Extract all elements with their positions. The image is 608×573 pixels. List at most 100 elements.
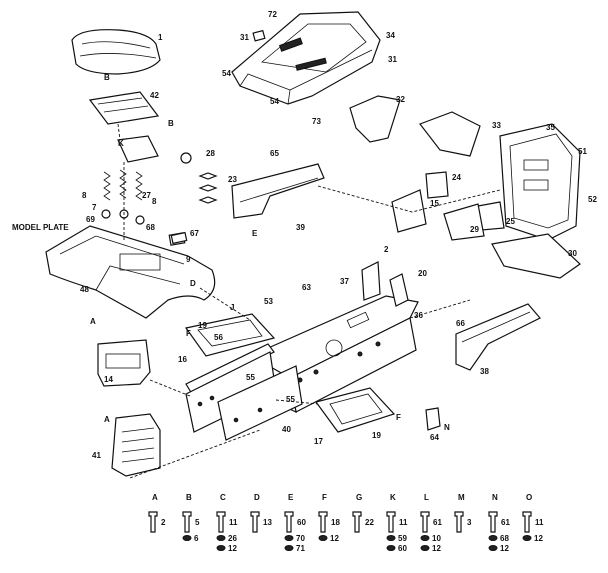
washer-part-number: 12 [330, 534, 339, 543]
callout-N: N [444, 423, 450, 432]
model-plate-label: MODEL PLATE [12, 223, 69, 232]
bolt-icon [488, 511, 498, 533]
washer-icon [386, 545, 396, 551]
hardware-letter: G [356, 493, 362, 502]
step-rail-upper [231, 163, 325, 219]
callout-A2: A [104, 415, 110, 424]
callout-55b: 55 [286, 395, 295, 404]
washer-icon [420, 545, 430, 551]
bolt-icon [420, 511, 430, 533]
washer-icon [318, 535, 328, 541]
callout-labels: 1 72 31 34 31 54 54 73 32 42 B B K 33 35… [12, 10, 597, 460]
bolt-icon [216, 511, 226, 533]
washer-part-number: 26 [228, 534, 237, 543]
callout-9: 9 [186, 255, 191, 264]
hardware-a: A2 [148, 493, 166, 533]
callout-48: 48 [80, 285, 89, 294]
callout-19: 19 [198, 321, 207, 330]
bolt-icon [182, 511, 192, 533]
callout-32: 32 [396, 95, 405, 104]
washer-icon [522, 535, 532, 541]
panel-41 [111, 413, 161, 477]
hardware-part-number: 60 [297, 518, 306, 527]
callout-66: 66 [456, 319, 465, 328]
callout-7: 7 [92, 203, 97, 212]
hardware-letter: L [424, 493, 429, 502]
hardware-part-number: 22 [365, 518, 374, 527]
washer-icon [420, 535, 430, 541]
callout-B2: B [168, 119, 174, 128]
callout-15: 15 [430, 199, 439, 208]
hardware-letter: D [254, 493, 260, 502]
bolt-icon [522, 511, 532, 533]
callout-A: A [90, 317, 96, 326]
hardware-d: D13 [250, 493, 272, 533]
callout-31: 31 [240, 33, 249, 42]
hood [231, 11, 381, 105]
washer-part-number: 70 [296, 534, 305, 543]
callout-28: 28 [206, 149, 215, 158]
hardware-part-number: 18 [331, 518, 340, 527]
bolt-icon [318, 511, 328, 533]
hardware-part-number: 61 [433, 518, 442, 527]
rail-66 [455, 303, 541, 371]
callout-72: 72 [268, 10, 277, 19]
callout-17: 17 [314, 437, 323, 446]
callout-16: 16 [178, 355, 187, 364]
callout-54: 54 [222, 69, 231, 78]
callout-37: 37 [340, 277, 349, 286]
bolt-icon [284, 511, 294, 533]
washer-part-number: 71 [296, 544, 305, 553]
washer-part-number: 68 [500, 534, 509, 543]
callout-D: D [190, 279, 196, 288]
callout-J: J [230, 303, 234, 312]
callout-14: 14 [104, 375, 113, 384]
hardware-part-number: 11 [535, 518, 544, 527]
washer-part-number: 12 [432, 544, 441, 553]
callout-23: 23 [228, 175, 237, 184]
seat-plate [88, 91, 160, 163]
callout-40: 40 [282, 425, 291, 434]
callout-68: 68 [146, 223, 155, 232]
callout-25: 25 [506, 217, 515, 226]
hardware-letter: B [186, 493, 192, 502]
hardware-letter: N [492, 493, 498, 502]
hardware-letter: C [220, 493, 226, 502]
hardware-letter: O [526, 493, 532, 502]
hardware-letter: A [152, 493, 158, 502]
hardware-letter: K [390, 493, 396, 502]
callout-63: 63 [302, 283, 311, 292]
washer-icon [488, 535, 498, 541]
footrest-right [314, 387, 396, 433]
callout-56: 56 [214, 333, 223, 342]
callout-F2: F [396, 413, 401, 422]
callout-8b: 8 [152, 197, 157, 206]
callout-30: 30 [568, 249, 577, 258]
hardware-g: G 22 [352, 493, 374, 533]
fender [45, 225, 216, 319]
washer-icon [216, 535, 226, 541]
bolt-icon [250, 511, 260, 533]
hardware-m: M3 [454, 493, 472, 533]
callout-42: 42 [150, 91, 159, 100]
callout-41: 41 [92, 451, 101, 460]
footrest-left [184, 313, 276, 357]
callout-73: 73 [312, 117, 321, 126]
washer-icon [284, 545, 294, 551]
callout-B: B [104, 73, 110, 82]
leader-lines [117, 123, 501, 479]
washer-part-number: 12 [500, 544, 509, 553]
callout-27: 27 [142, 191, 151, 200]
callout-67: 67 [190, 229, 199, 238]
callout-F: F [186, 329, 191, 338]
callout-8: 8 [82, 191, 87, 200]
washer-part-number: 12 [228, 544, 237, 553]
hardware-legend: A2B56C112612D13E607071F1812G22K115960L61… [148, 493, 544, 553]
callout-69: 69 [86, 215, 95, 224]
callout-35: 35 [546, 123, 555, 132]
